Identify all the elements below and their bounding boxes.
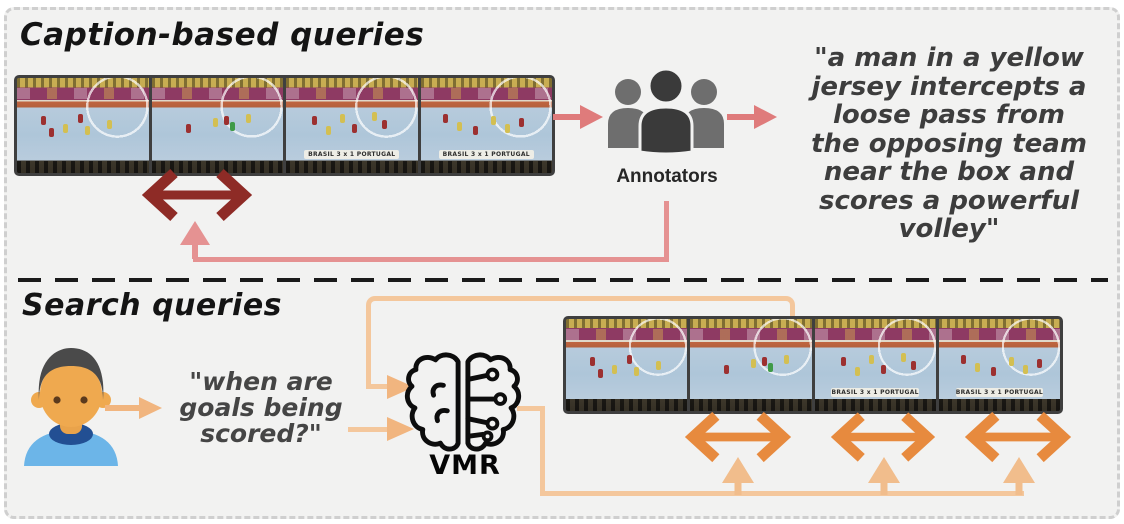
- scoreboard-overlay: BRASIL 3 x 1 PORTUGAL: [831, 388, 919, 398]
- caption-quote-line: loose pass from: [832, 100, 1066, 130]
- players-dots: [572, 343, 577, 352]
- vmr-output-line: [517, 406, 545, 411]
- scoreboard-overlay: BRASIL 3 x 1 PORTUGAL: [304, 149, 400, 159]
- retrieved-moment-arrow-icon: [831, 412, 935, 462]
- video-to-vmr-line: [366, 296, 795, 317]
- feedback-line-horizontal: [193, 257, 669, 262]
- brain-circuit-icon: [404, 352, 522, 452]
- video-frame: BRASIL 3 x 1 PORTUGAL: [811, 319, 936, 411]
- query-to-vmr-stub: [348, 427, 390, 432]
- temporal-extent-arrow-icon: [142, 168, 252, 222]
- video-frame: [687, 319, 812, 411]
- video-frame: BRASIL 3 x 1 PORTUGAL: [283, 78, 418, 173]
- section-divider: [18, 278, 1108, 282]
- annotators-label: Annotators: [616, 166, 718, 187]
- moment-pointer-up-arrow-icon: [1003, 457, 1035, 495]
- caption-quote-line: the opposing team: [811, 128, 1087, 159]
- video-to-vmr-stub: [366, 384, 390, 389]
- person-to-query-arrow-icon: [105, 397, 162, 419]
- annotators-group-icon: [608, 70, 724, 156]
- retrieved-moment-arrow-icon: [964, 411, 1072, 463]
- players-dots: [292, 102, 297, 111]
- scoreboard-overlay: BRASIL 3 x 1 PORTUGAL: [438, 149, 534, 159]
- video-frame: [17, 78, 149, 173]
- feedback-line-vertical: [664, 201, 669, 260]
- search-query-line: goals being: [179, 393, 343, 422]
- video-frame-strip-top: BRASIL 3 x 1 PORTUGAL BRASIL 3 x 1 PORTU…: [14, 75, 555, 176]
- caption-quote-line: near the box and: [823, 157, 1075, 187]
- search-query-text: "when are goals being scored?": [170, 369, 352, 447]
- search-query-line: scored?": [200, 419, 322, 448]
- scoreboard-overlay: BRASIL 3 x 1 PORTUGAL: [955, 388, 1044, 398]
- moment-pointer-up-arrow-icon: [868, 457, 900, 495]
- players-dots: [821, 343, 826, 352]
- video-frame: [148, 78, 283, 173]
- video-frame: [566, 319, 688, 411]
- search-query-line: "when are: [189, 367, 333, 396]
- caption-quote-line: volley": [898, 214, 1000, 244]
- video-frame: BRASIL 3 x 1 PORTUGAL: [935, 319, 1060, 411]
- video-frame-strip-bottom: BRASIL 3 x 1 PORTUGAL BRASIL 3 x 1 PORTU…: [563, 316, 1063, 414]
- players-dots: [427, 102, 432, 111]
- feedback-up-arrow-icon: [180, 221, 210, 259]
- strip-to-annotators-arrow-icon: [553, 105, 603, 129]
- vmr-output-line-vertical: [540, 406, 545, 496]
- caption-section-title: Caption-based queries: [20, 17, 425, 53]
- person-icon: [24, 348, 118, 466]
- vmr-input-arrowhead-icon: [387, 417, 414, 441]
- caption-quote-line: jersey intercepts a: [811, 71, 1087, 102]
- caption-quote-text: "a man in a yellow jersey intercepts a l…: [776, 44, 1122, 244]
- annotators-to-caption-arrow-icon: [727, 105, 777, 129]
- video-to-vmr-line-vertical: [366, 310, 371, 388]
- moment-pointer-up-arrow-icon: [722, 457, 754, 495]
- video-frame: BRASIL 3 x 1 PORTUGAL: [417, 78, 552, 173]
- vmr-label: VMR: [429, 450, 501, 481]
- caption-quote-line: "a man in a yellow: [814, 43, 1084, 73]
- search-section-title: Search queries: [22, 288, 283, 323]
- players-dots: [945, 343, 950, 352]
- players-dots: [158, 102, 163, 111]
- vmr-output-line-bottom: [540, 491, 1024, 496]
- retrieved-moment-arrow-icon: [684, 411, 792, 463]
- vmr-input-arrowhead-icon: [387, 375, 414, 399]
- caption-quote-line: scores a powerful: [818, 185, 1079, 216]
- players-dots: [23, 102, 28, 111]
- players-dots: [696, 343, 701, 352]
